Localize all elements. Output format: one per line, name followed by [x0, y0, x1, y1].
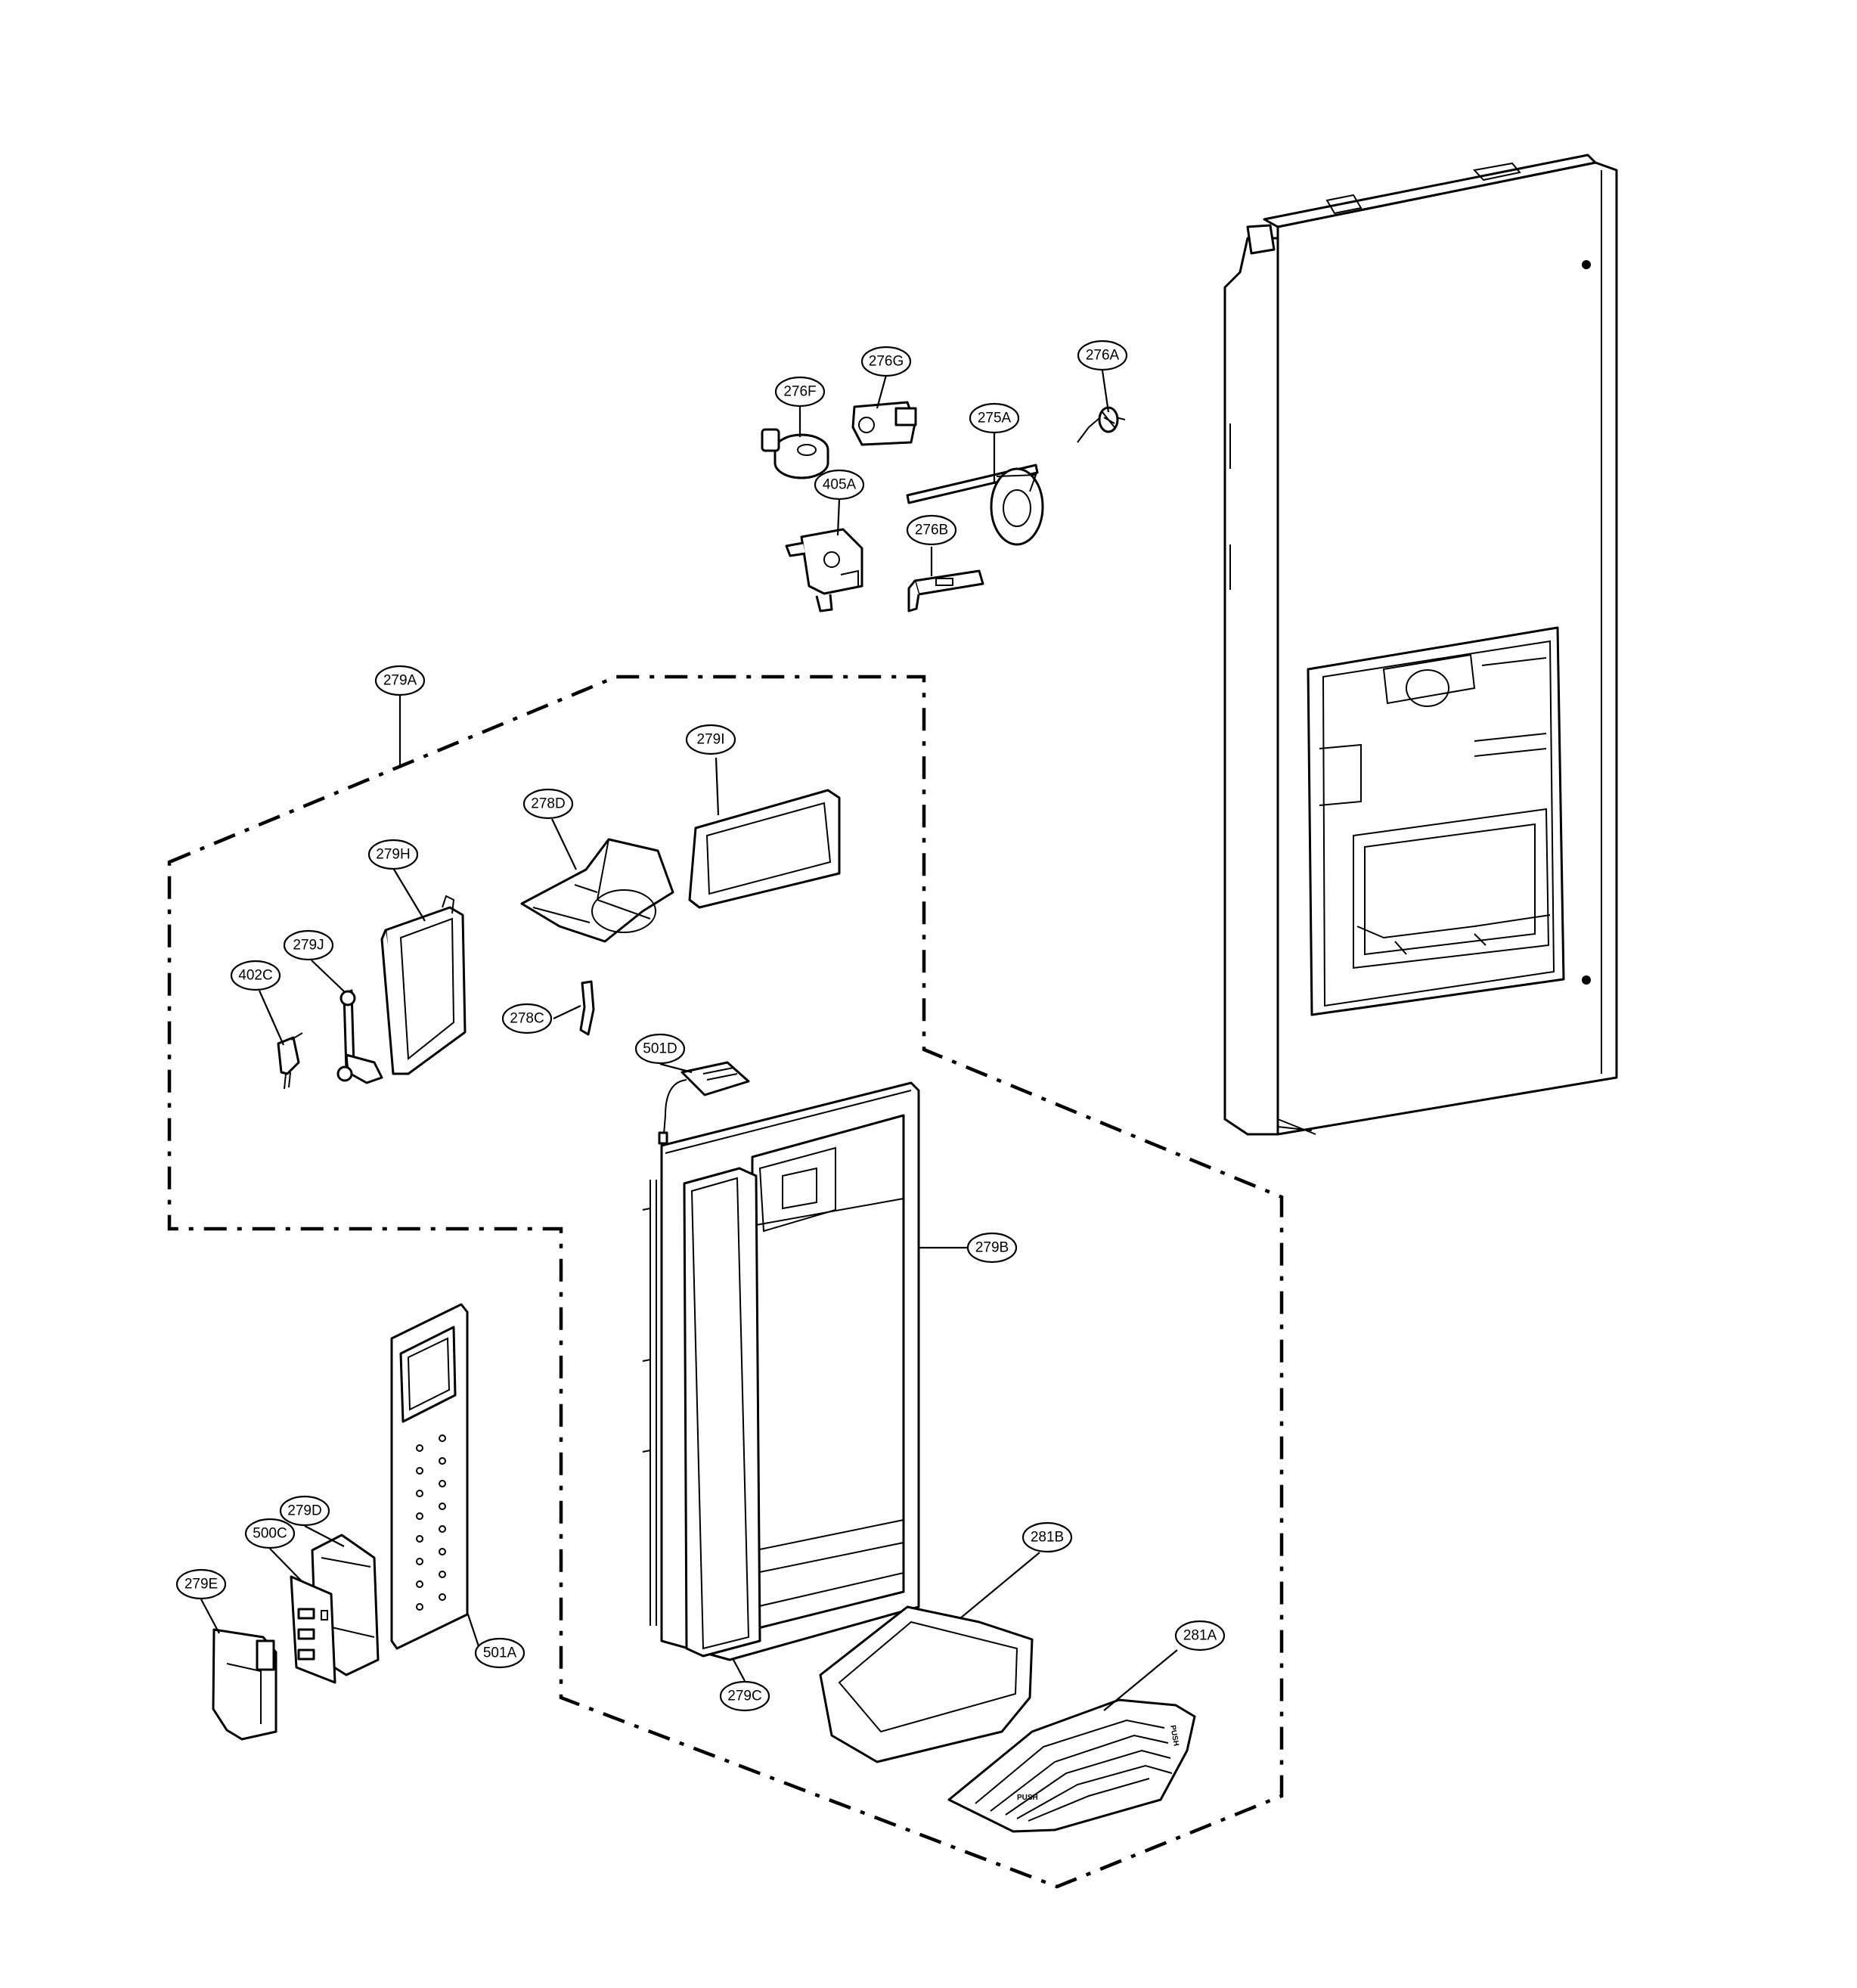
- part-279E-handle: [212, 1628, 277, 1741]
- callout-276G: 276G: [860, 346, 912, 377]
- part-279H-cover: [380, 895, 467, 1075]
- svg-text:276A: 276A: [1086, 348, 1120, 364]
- part-276F-cam: [761, 428, 829, 479]
- callout-281A: 281A: [1174, 1620, 1226, 1651]
- callout-281B: 281B: [1022, 1521, 1073, 1553]
- callout-279D: 279D: [279, 1495, 330, 1527]
- part-278D-chute: [520, 838, 674, 943]
- callout-276B: 276B: [906, 514, 957, 546]
- svg-text:279E: 279E: [184, 1577, 218, 1593]
- callout-276F: 276F: [774, 376, 826, 408]
- svg-text:278D: 278D: [531, 796, 565, 812]
- callout-275A: 275A: [969, 402, 1020, 434]
- part-279C-panel: [683, 1167, 761, 1658]
- part-405A-motor: [785, 528, 863, 613]
- part-501A-board: [390, 1303, 469, 1650]
- leader-lines: [200, 370, 1178, 1711]
- callout-279C: 279C: [719, 1680, 770, 1712]
- svg-text:279B: 279B: [975, 1240, 1009, 1256]
- part-279J-lever: [336, 989, 383, 1084]
- part-275A-flapper: [906, 464, 1044, 546]
- tray-push-label-2: PUSH: [1168, 1725, 1180, 1747]
- callout-278D: 278D: [522, 788, 574, 820]
- svg-text:501D: 501D: [643, 1041, 677, 1057]
- part-281A-grate: PUSH PUSH: [947, 1698, 1196, 1833]
- callout-278C: 278C: [501, 1003, 553, 1034]
- svg-text:275A: 275A: [978, 411, 1012, 426]
- callout-500C: 500C: [244, 1518, 296, 1549]
- svg-text:279I: 279I: [697, 732, 725, 748]
- svg-text:276G: 276G: [869, 354, 904, 370]
- callout-501A: 501A: [474, 1637, 525, 1669]
- callout-279B: 279B: [966, 1232, 1018, 1264]
- callout-279I: 279I: [685, 724, 736, 755]
- svg-text:281B: 281B: [1031, 1530, 1064, 1546]
- svg-text:281A: 281A: [1183, 1628, 1217, 1644]
- svg-text:276F: 276F: [783, 384, 816, 400]
- svg-text:402C: 402C: [238, 968, 272, 984]
- svg-text:500C: 500C: [253, 1526, 287, 1542]
- svg-text:279H: 279H: [376, 847, 410, 863]
- svg-text:405A: 405A: [823, 477, 857, 493]
- door-panel: [1223, 154, 1618, 1136]
- svg-text:276B: 276B: [915, 523, 948, 538]
- svg-text:279D: 279D: [287, 1503, 321, 1519]
- svg-text:279J: 279J: [293, 938, 324, 954]
- callout-279J: 279J: [283, 929, 334, 961]
- part-276G-bracket: [851, 401, 917, 446]
- svg-text:278C: 278C: [510, 1011, 544, 1027]
- callout-279A: 279A: [374, 665, 426, 696]
- svg-text:501A: 501A: [483, 1645, 517, 1661]
- svg-text:279A: 279A: [383, 673, 417, 689]
- assembly-279A-outline: [167, 675, 1284, 1889]
- part-501D-sensor: [658, 1061, 750, 1145]
- part-281B-tray: [819, 1605, 1034, 1763]
- tray-push-label-1: PUSH: [1017, 1794, 1038, 1802]
- callout-279H: 279H: [367, 839, 419, 870]
- callout-402C: 402C: [230, 960, 281, 991]
- svg-text:279C: 279C: [727, 1689, 761, 1704]
- part-276A-spring: [1077, 406, 1126, 443]
- callout-405A: 405A: [814, 469, 865, 501]
- callout-501D: 501D: [634, 1033, 686, 1065]
- part-402C-switch: [277, 1032, 303, 1090]
- part-276B-plate: [907, 569, 984, 613]
- callout-276A: 276A: [1077, 340, 1128, 371]
- callout-279E: 279E: [175, 1568, 227, 1600]
- part-278C-lever: [579, 980, 595, 1036]
- part-500C-pcb: [290, 1575, 336, 1684]
- part-279I-cover: [688, 789, 841, 909]
